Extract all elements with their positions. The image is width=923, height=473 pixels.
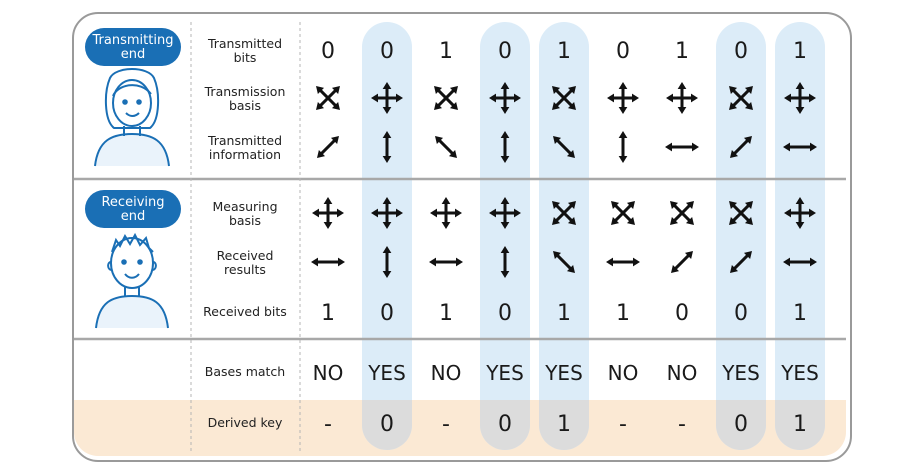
rectilinear-basis-icon <box>784 82 816 114</box>
matching-column-highlight <box>539 22 589 450</box>
receiving-end-badge <box>85 190 181 228</box>
diagonal-up-arrow-icon <box>730 136 752 158</box>
woman-avatar-icon <box>94 68 170 167</box>
rectilinear-basis-icon <box>784 197 816 229</box>
diagonal-basis-icon <box>552 201 576 225</box>
transmitted-bits-cell: 0 <box>616 39 630 64</box>
horizontal-arrow-icon <box>783 142 817 152</box>
vertical-arrow-icon <box>500 246 510 278</box>
derived-key-cell: - <box>442 412 450 437</box>
received-bits-cell: 0 <box>380 301 394 326</box>
rectilinear-basis-icon <box>371 82 403 114</box>
bases-match-cell: NO <box>608 361 639 385</box>
transmitted-bits-cell: 1 <box>793 39 807 64</box>
transmitted-bits-cell: 1 <box>675 39 689 64</box>
rectilinear-basis-icon <box>607 82 639 114</box>
transmitted-bits-cell: 1 <box>557 39 571 64</box>
diagonal-up-arrow-icon <box>671 251 693 273</box>
matching-column-highlight <box>775 22 825 450</box>
vertical-arrow-icon <box>500 131 510 163</box>
derived-key-cell: - <box>619 412 627 437</box>
vertical-arrow-icon <box>618 131 628 163</box>
horizontal-arrow-icon <box>429 257 463 267</box>
bases-match-cell: YES <box>780 361 819 385</box>
rectilinear-basis-icon <box>430 197 462 229</box>
transmitted-bits-cell: 0 <box>321 39 335 64</box>
received-bits-cell: 0 <box>734 301 748 326</box>
received-bits-cell: 1 <box>616 301 630 326</box>
rectilinear-basis-icon <box>489 197 521 229</box>
bases-match-cell: NO <box>667 361 698 385</box>
rectilinear-basis-icon <box>312 197 344 229</box>
transmitting-end-badge <box>85 28 181 66</box>
vertical-arrow-icon <box>382 246 392 278</box>
row-label: Received bits <box>203 304 287 319</box>
boy-avatar-icon <box>95 232 169 329</box>
diagonal-up-arrow-icon <box>317 136 339 158</box>
rectilinear-basis-icon <box>666 82 698 114</box>
diagonal-basis-icon <box>729 86 753 110</box>
vertical-arrow-icon <box>382 131 392 163</box>
derived-key-cell: - <box>678 412 686 437</box>
matching-column-highlight <box>716 22 766 450</box>
horizontal-arrow-icon <box>783 257 817 267</box>
derived-key-cell: 1 <box>557 412 571 437</box>
matching-column-highlight <box>362 22 412 450</box>
row-label: Derived key <box>208 415 283 430</box>
diagonal-down-arrow-icon <box>553 251 575 273</box>
horizontal-arrow-icon <box>311 257 345 267</box>
derived-key-cell: 0 <box>498 412 512 437</box>
diagonal-basis-icon <box>316 86 340 110</box>
derived-key-cell: 0 <box>734 412 748 437</box>
diagonal-basis-icon <box>611 201 635 225</box>
derived-key-cell: 0 <box>380 412 394 437</box>
transmitted-bits-cell: 0 <box>734 39 748 64</box>
diagonal-down-arrow-icon <box>435 136 457 158</box>
derived-key-cell: - <box>324 412 332 437</box>
bases-match-cell: YES <box>367 361 406 385</box>
diagonal-basis-icon <box>729 201 753 225</box>
received-bits-cell: 0 <box>675 301 689 326</box>
bases-match-cell: NO <box>313 361 344 385</box>
transmitted-bits-cell: 0 <box>498 39 512 64</box>
row-label: Bases match <box>205 364 285 379</box>
received-bits-cell: 1 <box>439 301 453 326</box>
received-bits-cell: 0 <box>498 301 512 326</box>
rectilinear-basis-icon <box>489 82 521 114</box>
diagonal-up-arrow-icon <box>730 251 752 273</box>
diagonal-basis-icon <box>670 201 694 225</box>
bases-match-cell: NO <box>431 361 462 385</box>
transmitted-bits-cell: 1 <box>439 39 453 64</box>
received-bits-cell: 1 <box>793 301 807 326</box>
bases-match-cell: YES <box>485 361 524 385</box>
derived-key-cell: 1 <box>793 412 807 437</box>
horizontal-arrow-icon <box>606 257 640 267</box>
transmitted-bits-cell: 0 <box>380 39 394 64</box>
horizontal-arrow-icon <box>665 142 699 152</box>
bases-match-cell: YES <box>721 361 760 385</box>
diagonal-basis-icon <box>434 86 458 110</box>
received-bits-cell: 1 <box>557 301 571 326</box>
matching-column-highlight <box>480 22 530 450</box>
bases-match-cell: YES <box>544 361 583 385</box>
diagonal-down-arrow-icon <box>553 136 575 158</box>
diagonal-basis-icon <box>552 86 576 110</box>
rectilinear-basis-icon <box>371 197 403 229</box>
received-bits-cell: 1 <box>321 301 335 326</box>
